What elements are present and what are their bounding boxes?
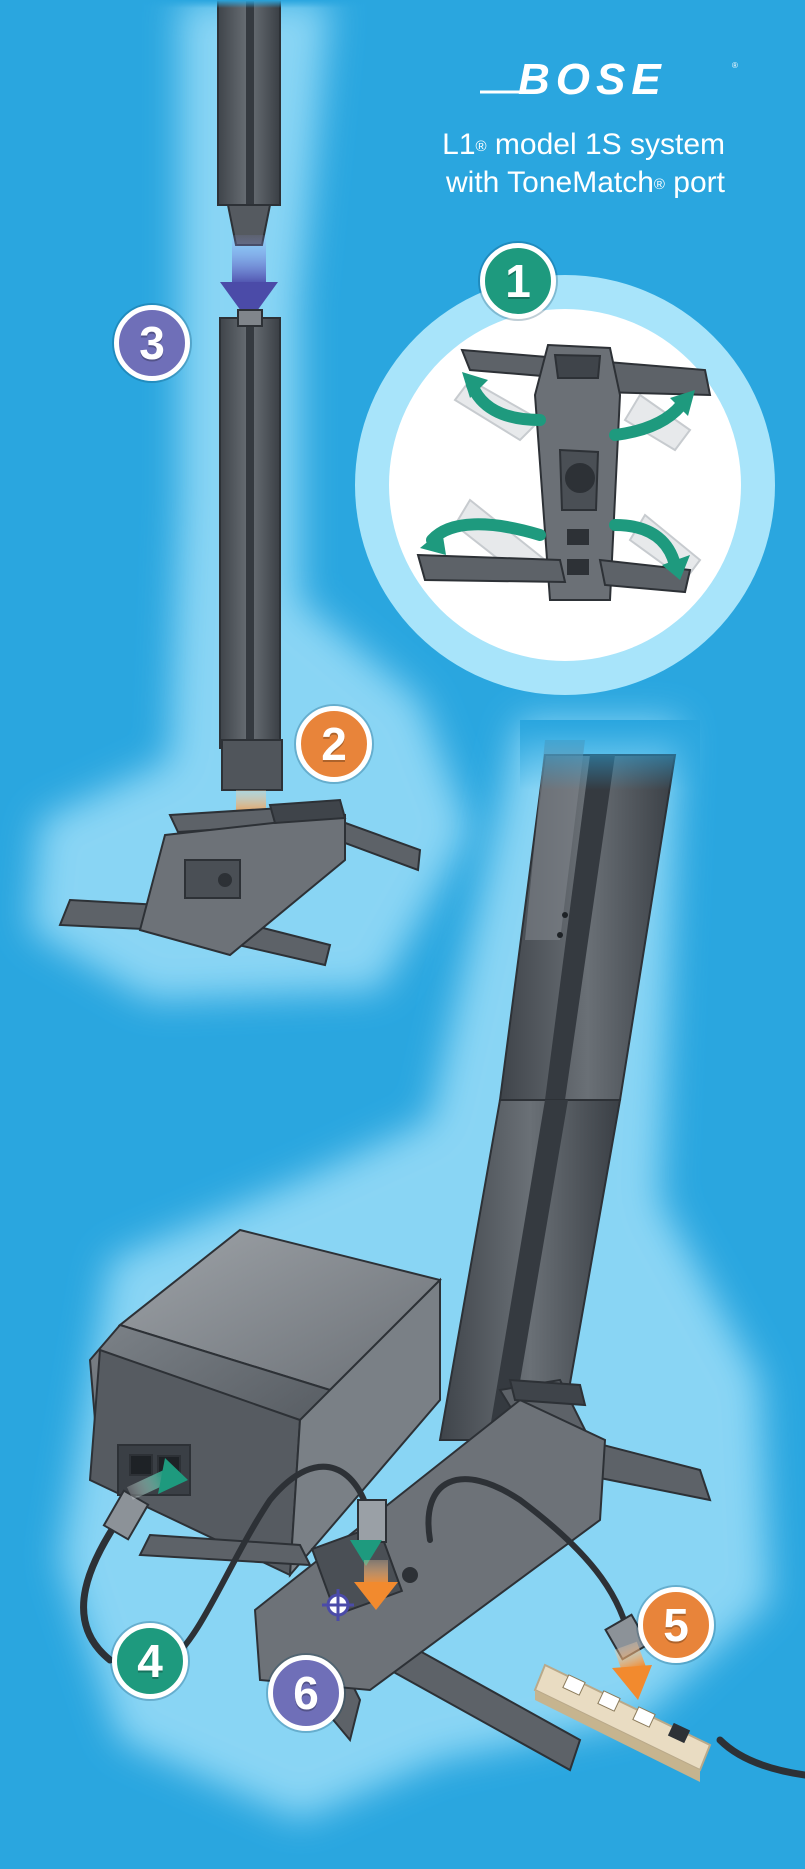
step-badge-1: 1	[480, 243, 556, 319]
title-l1: L1	[442, 128, 475, 161]
title-line-1: L1® model 1S system	[395, 126, 725, 164]
step-number: 6	[293, 1666, 319, 1720]
step-number: 3	[139, 316, 165, 370]
product-title: L1® model 1S system with ToneMatch® port	[395, 126, 725, 202]
stand-rotation-inset	[355, 275, 775, 695]
title-mark-1: ®	[476, 138, 487, 155]
title-line-2: with ToneMatch® port	[395, 164, 725, 202]
step-number: 1	[505, 254, 531, 308]
step-badge-2: 2	[296, 706, 372, 782]
step-number: 5	[663, 1598, 689, 1652]
bose-logo: BOSE ®	[480, 58, 742, 98]
title-model: model 1S system	[487, 128, 725, 161]
step-badge-3: 3	[114, 305, 190, 381]
step-number: 4	[137, 1634, 163, 1688]
step-badge-4: 4	[112, 1623, 188, 1699]
middle-column-section	[220, 310, 282, 790]
step-number: 2	[321, 717, 347, 771]
title-port: port	[665, 166, 725, 199]
bose-wordmark: BOSE	[518, 58, 667, 98]
registered-mark: ®	[732, 61, 738, 70]
title-mark-2: ®	[654, 176, 665, 193]
step-badge-5: 5	[638, 1587, 714, 1663]
step-badge-6: 6	[268, 1655, 344, 1731]
title-tonematch: with ToneMatch	[446, 166, 654, 199]
top-column-section	[0, 0, 805, 245]
